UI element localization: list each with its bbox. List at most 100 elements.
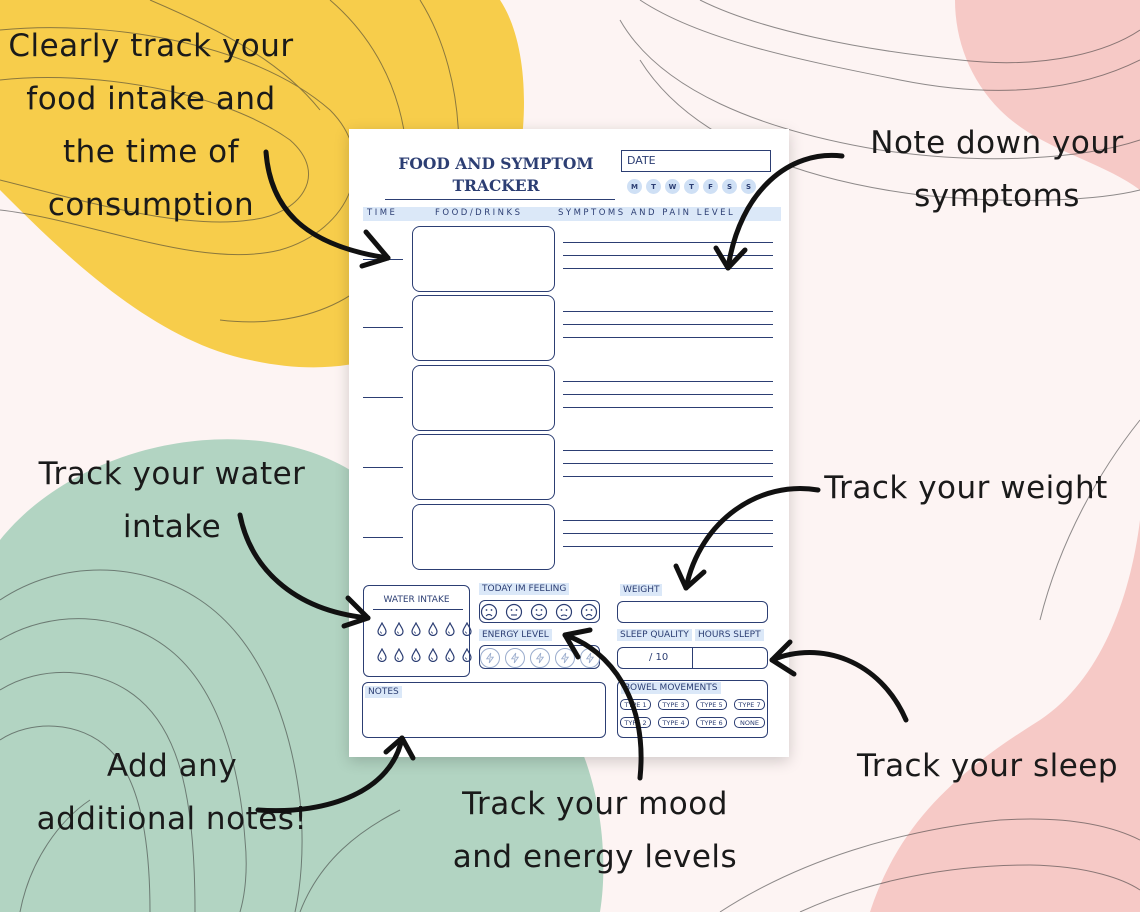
weight-field[interactable] [617, 601, 768, 623]
smiley-face-icon[interactable] [480, 603, 498, 621]
water-intake-panel [363, 585, 470, 677]
symptom-line[interactable] [563, 520, 773, 521]
sleep-quality-label: SLEEP QUALITY [617, 629, 692, 641]
bowel-type-1[interactable]: TYPE 1 [620, 699, 651, 710]
mood-panel [479, 600, 600, 623]
water-drop-icon[interactable] [411, 621, 421, 637]
water-drops-row [377, 647, 472, 663]
sleep-divider [692, 647, 693, 669]
time-field[interactable] [363, 397, 403, 398]
col-time: TIME [367, 208, 398, 218]
notes-label: NOTES [365, 686, 402, 698]
lightning-bolt-icon[interactable] [480, 648, 500, 668]
food-entry-box[interactable] [412, 295, 555, 361]
time-field[interactable] [363, 467, 403, 468]
bowel-type-3[interactable]: TYPE 3 [658, 699, 689, 710]
weekday-sat[interactable]: S [722, 179, 737, 194]
water-drop-icon[interactable] [377, 621, 387, 637]
feeling-label: TODAY IM FEELING [479, 583, 570, 595]
callout-weight: Track your weight [824, 470, 1108, 506]
callout-sleep: Track your sleep [856, 748, 1119, 784]
water-drop-icon[interactable] [445, 647, 455, 663]
callout-food: Clearly track your food intake and the t… [8, 28, 294, 223]
sheet-title: FOOD AND SYMPTOM TRACKER [398, 154, 594, 195]
symptom-line[interactable] [563, 450, 773, 451]
symptom-line[interactable] [563, 311, 773, 312]
callout-symptoms: Note down your symptoms [870, 125, 1124, 214]
symptom-line[interactable] [563, 324, 773, 325]
symptom-line[interactable] [563, 337, 773, 338]
weekday-fri[interactable]: F [703, 179, 718, 194]
symptom-line[interactable] [563, 381, 773, 382]
weight-label: WEIGHT [620, 584, 663, 596]
col-symptoms: SYMPTOMS AND PAIN LEVEL [558, 208, 736, 218]
lightning-bolt-icon[interactable] [530, 648, 550, 668]
weekday-wed[interactable]: W [665, 179, 680, 194]
smiley-face-icon[interactable] [555, 603, 573, 621]
food-entry-box[interactable] [412, 365, 555, 431]
bowel-type-4[interactable]: TYPE 4 [658, 717, 689, 728]
tracker-sheet: FOOD AND SYMPTOM TRACKER DATE M T W T F … [349, 129, 789, 757]
weekday-mon[interactable]: M [627, 179, 642, 194]
time-field[interactable] [363, 259, 403, 260]
lightning-bolt-icon[interactable] [555, 648, 575, 668]
lightning-bolt-icon[interactable] [505, 648, 525, 668]
weekday-thu[interactable]: T [684, 179, 699, 194]
bowel-type-5[interactable]: TYPE 5 [696, 699, 727, 710]
water-intake-label: WATER INTAKE [383, 595, 450, 605]
symptom-line[interactable] [563, 268, 773, 269]
pink-blob-top [955, 0, 1140, 190]
callout-mood: Track your mood and energy levels [452, 786, 738, 875]
water-drop-icon[interactable] [377, 647, 387, 663]
weekday-sun[interactable]: S [741, 179, 756, 194]
sleep-scale: / 10 [649, 652, 669, 663]
water-divider [373, 609, 463, 610]
symptom-line[interactable] [563, 407, 773, 408]
smiley-face-icon[interactable] [580, 603, 598, 621]
callout-water: Track your water intake [38, 456, 306, 545]
mood-scale [480, 603, 598, 621]
title-divider [385, 199, 615, 200]
col-food: FOOD/DRINKS [435, 208, 523, 218]
smiley-face-icon[interactable] [505, 603, 523, 621]
lightning-bolt-icon[interactable] [580, 648, 600, 668]
water-drop-icon[interactable] [394, 647, 404, 663]
water-drop-icon[interactable] [462, 621, 472, 637]
bowel-type-2[interactable]: TYPE 2 [620, 717, 651, 728]
food-entry-box[interactable] [412, 504, 555, 570]
symptom-line[interactable] [563, 476, 773, 477]
symptom-line[interactable] [563, 546, 773, 547]
energy-scale [480, 648, 600, 668]
food-entry-box[interactable] [412, 434, 555, 500]
symptom-line[interactable] [563, 463, 773, 464]
symptom-line[interactable] [563, 255, 773, 256]
weekday-selector: M T W T F S S [627, 179, 756, 194]
water-drop-icon[interactable] [394, 621, 404, 637]
weekday-tue[interactable]: T [646, 179, 661, 194]
symptom-line[interactable] [563, 533, 773, 534]
water-drop-icon[interactable] [445, 621, 455, 637]
symptom-line[interactable] [563, 242, 773, 243]
bowel-type-6[interactable]: TYPE 6 [696, 717, 727, 728]
smiley-face-icon[interactable] [530, 603, 548, 621]
time-field[interactable] [363, 537, 403, 538]
energy-label: ENERGY LEVEL [479, 629, 552, 641]
time-field[interactable] [363, 327, 403, 328]
bowel-none[interactable]: NONE [734, 717, 765, 728]
water-drop-icon[interactable] [462, 647, 472, 663]
symptom-line[interactable] [563, 394, 773, 395]
water-drop-icon[interactable] [428, 647, 438, 663]
water-drops-row [377, 621, 472, 637]
water-drop-icon[interactable] [411, 647, 421, 663]
bowel-label: BOWEL MOVEMENTS [621, 682, 721, 694]
date-field[interactable]: DATE [621, 150, 771, 172]
food-entry-box[interactable] [412, 226, 555, 292]
green-blob [0, 439, 604, 912]
bowel-type-7[interactable]: TYPE 7 [734, 699, 765, 710]
hours-slept-label: HOURS SLEPT [695, 629, 764, 641]
water-drop-icon[interactable] [428, 621, 438, 637]
callout-notes: Add any additional notes! [36, 748, 308, 837]
pink-blob-bottom [870, 520, 1140, 912]
